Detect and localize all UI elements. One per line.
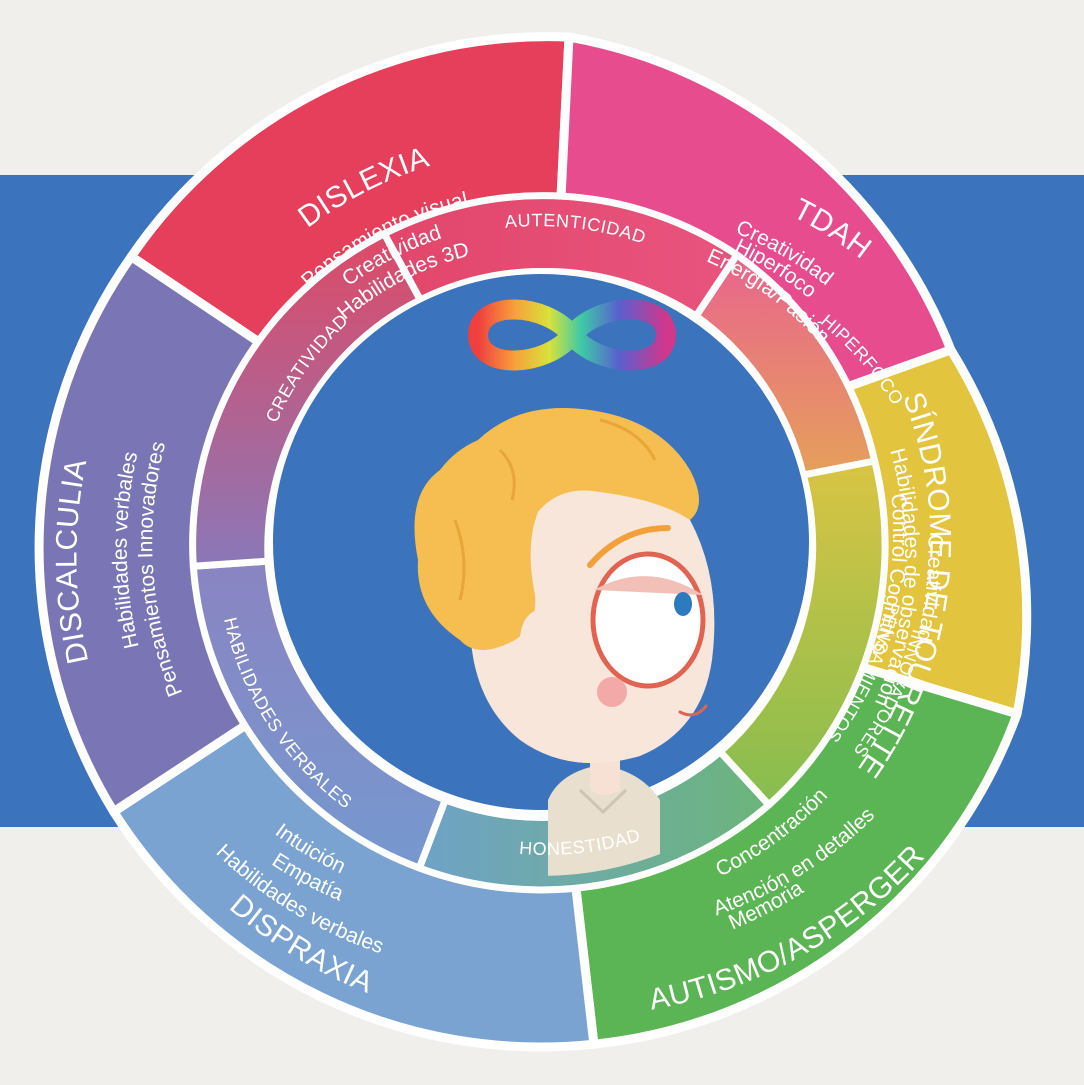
rainbow-infinity-icon	[468, 299, 676, 371]
child-character	[414, 408, 715, 876]
